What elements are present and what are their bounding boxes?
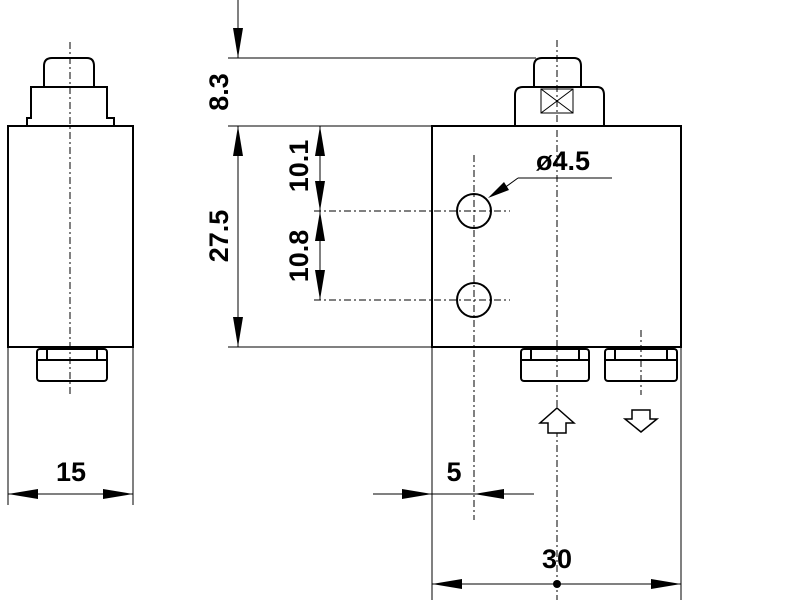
dimension-plunger-height: 8.3: [204, 0, 536, 127]
body-width-label: 30: [542, 544, 572, 574]
dimension-arrow: [315, 211, 325, 241]
dimension-arrow: [432, 579, 462, 589]
center-mark: [553, 580, 561, 588]
dimension-hole-offset-top: 10.1: [284, 126, 325, 211]
side-view-foot: [36, 348, 108, 382]
hole-diameter-label: ø4.5: [536, 146, 590, 176]
dimension-hole-diameter: ø4.5: [488, 146, 612, 198]
arrow-down-icon: [622, 409, 660, 433]
dimension-arrow: [651, 579, 681, 589]
dimension-arrow: [8, 489, 38, 499]
dimension-side-width: 15: [7, 347, 134, 505]
front-view-collar: [514, 86, 605, 126]
actuator-button-left: [520, 348, 590, 382]
body-height-label: 27.5: [204, 210, 234, 263]
arrow-up-icon: [538, 406, 576, 434]
side-view-plunger: [43, 57, 95, 87]
hole-offset-left-label: 5: [446, 457, 461, 487]
leader-arrow: [488, 182, 509, 198]
dimension-arrow: [315, 270, 325, 300]
side-view: [7, 42, 134, 395]
dimension-hole-spacing: 10.8: [284, 211, 325, 300]
front-view-plunger: [533, 57, 582, 87]
hole-spacing-label: 10.8: [284, 230, 314, 283]
dimension-arrow: [402, 489, 432, 499]
dimension-arrow: [315, 126, 325, 156]
dimension-body-width: 30: [432, 347, 682, 600]
side-width-label: 15: [56, 457, 86, 487]
dimension-hole-offset-left: 5: [373, 347, 534, 600]
dimension-arrow: [233, 317, 243, 347]
dimension-body-height: 27.5: [204, 126, 432, 348]
plunger-height-label: 8.3: [204, 73, 234, 111]
hole-offset-top-label: 10.1: [284, 140, 314, 193]
dimension-arrow: [474, 489, 504, 499]
dimension-arrow: [233, 28, 243, 58]
front-view: [314, 40, 682, 600]
dimension-arrow: [233, 126, 243, 156]
dimension-arrow: [315, 181, 325, 211]
side-view-collar: [26, 86, 115, 126]
dimension-arrow: [103, 489, 133, 499]
